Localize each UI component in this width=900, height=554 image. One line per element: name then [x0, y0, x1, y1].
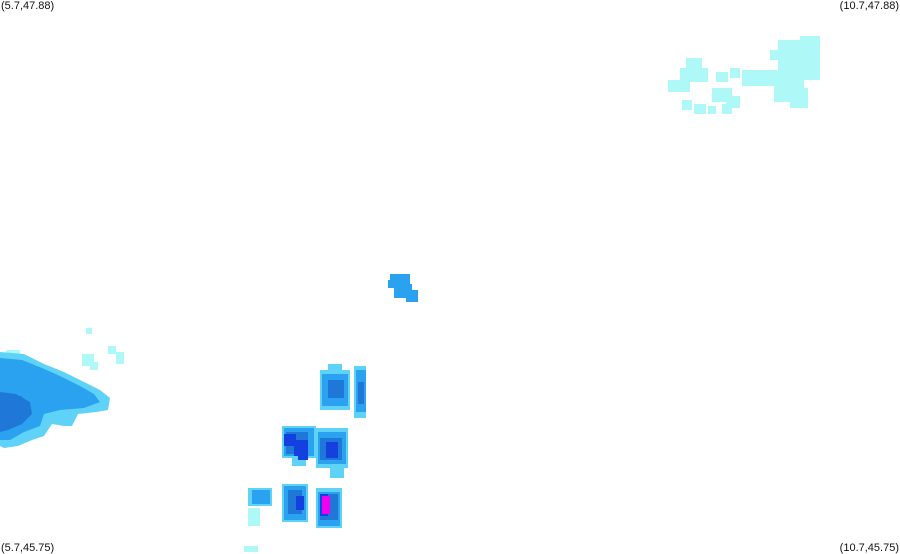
corner-label-bottom-right: (10.7,45.75): [839, 542, 899, 554]
echo-cell-center: [388, 274, 418, 302]
echo-cells-south: [244, 364, 366, 552]
echo-band-west: [0, 328, 124, 448]
corner-label-bottom-left: (5.7,45.75): [1, 542, 55, 554]
echo-cluster-northeast: [668, 36, 820, 114]
corner-label-top-left: (5.7,47.88): [1, 0, 55, 12]
corner-label-top-right: (10.7,47.88): [839, 0, 899, 12]
